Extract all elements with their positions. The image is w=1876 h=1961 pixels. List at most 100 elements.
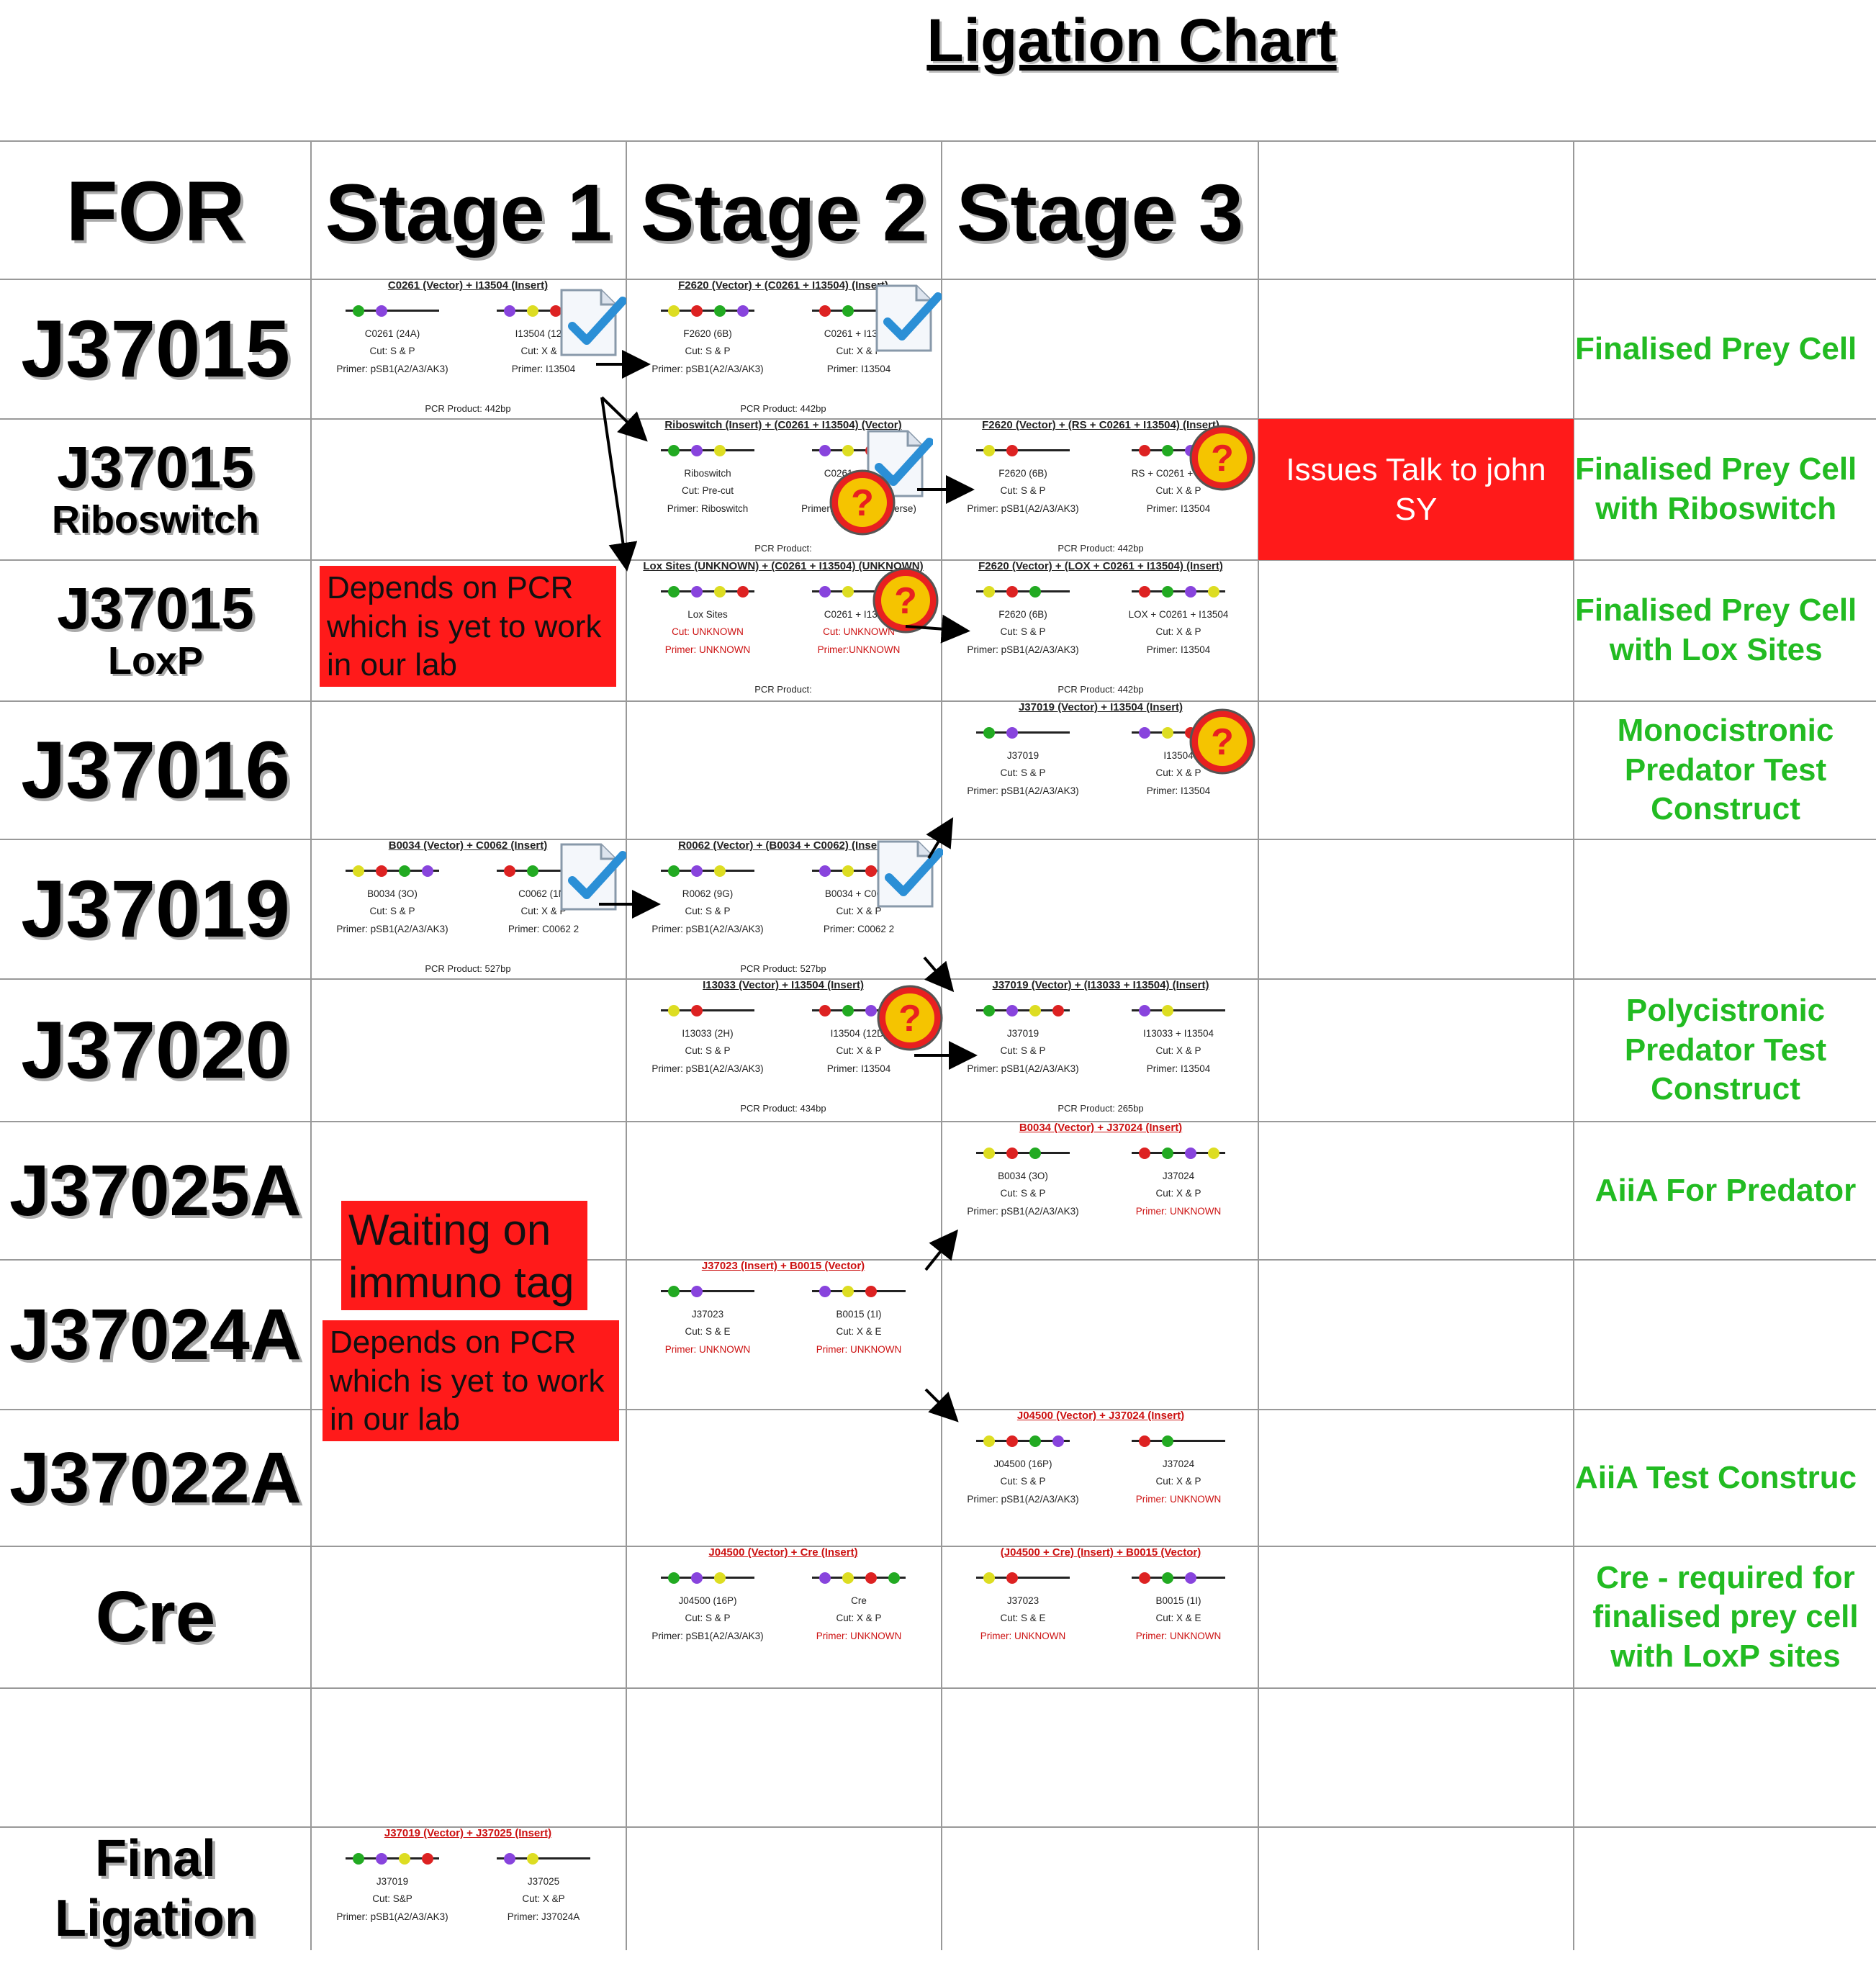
part-primer: Primer: UNKNOWN	[664, 1343, 751, 1355]
part-primer: Primer: I13504	[1146, 502, 1211, 514]
panel-title: C0261 (Vector) + I13504 (Insert)	[387, 279, 549, 292]
ligation-panel: I13033 (Vector) + I13504 (Insert)I13033 …	[632, 979, 934, 1114]
part-diagram	[639, 432, 776, 465]
part-cut: Cut: X & P	[520, 346, 567, 357]
part-primer: Primer: C0062 2	[508, 923, 580, 934]
pcr-product: PCR Product: 442bp	[1057, 543, 1144, 554]
ligation-panel: J37019 (Vector) + (I13033 + I13504) (Ins…	[947, 979, 1254, 1114]
part-dot	[842, 865, 854, 877]
part-dot	[668, 1005, 680, 1016]
part-dot	[1185, 1148, 1196, 1159]
part-primer: Primer: I13504	[1146, 785, 1211, 796]
part-dot	[983, 1435, 995, 1447]
question-badge-icon: ?	[1189, 425, 1255, 491]
part-dot	[1006, 1148, 1018, 1159]
row-label-j37024a: J37024A	[0, 1260, 311, 1410]
stage-1-header: Stage 1	[325, 167, 613, 258]
panel-title: J37023 (Insert) + B0015 (Vector)	[701, 1260, 865, 1272]
part-dot	[668, 1572, 680, 1584]
part-name: B0034 (3O)	[367, 888, 418, 899]
part-dot	[1139, 445, 1150, 456]
target-prey-riboswitch: Finalised Prey Cell with Riboswitch	[1575, 451, 1857, 526]
target-finalised-prey-cell: Finalised Prey Cell	[1575, 330, 1857, 366]
part-dot	[1162, 1005, 1173, 1016]
part-dot	[737, 586, 749, 598]
part-cut: Cut: Pre-cut	[681, 485, 734, 497]
part-dot	[376, 865, 387, 877]
part-primer: Primer: pSB1(A2/A3/AK3)	[651, 363, 764, 374]
part-dot	[714, 445, 726, 456]
part-dot	[819, 1572, 831, 1584]
row-id: J37015	[57, 576, 254, 642]
part-dot	[842, 586, 854, 598]
row-id: J37016	[21, 725, 290, 816]
row-label-j37016: J37016	[0, 701, 311, 839]
part-primer: Primer: pSB1(A2/A3/AK3)	[336, 363, 448, 374]
row-id: Final Ligation	[55, 1829, 256, 1947]
part-diagram	[639, 573, 776, 606]
issues-note: Issues Talk to john SY	[1258, 419, 1574, 560]
part-diagram	[639, 1273, 776, 1306]
part-name: J37023	[691, 1309, 724, 1320]
part-primer: Primer: J37024A	[507, 1911, 580, 1922]
part-dot	[865, 1572, 877, 1584]
part-dot	[1029, 1005, 1041, 1016]
part-dot	[527, 865, 538, 877]
part-dot	[819, 586, 831, 598]
part-primer: Primer: pSB1(A2/A3/AK3)	[967, 644, 1079, 655]
part-cut: Cut: X & P	[1155, 767, 1201, 779]
svg-text:?: ?	[1211, 721, 1234, 763]
part-dot	[842, 445, 854, 456]
part-name: B0034 (3O)	[998, 1171, 1048, 1181]
row-label-j37020: J37020	[0, 979, 311, 1122]
chart-title: Ligation Chart	[926, 6, 1337, 74]
part-diagram	[955, 714, 1091, 747]
part-dot	[1006, 727, 1018, 739]
part-name: I13033 (2H)	[682, 1028, 734, 1039]
svg-text:?: ?	[851, 482, 874, 524]
for-label: FOR	[66, 164, 245, 260]
part-dot	[1162, 586, 1173, 598]
part-dot	[1162, 1435, 1173, 1447]
part-diagram	[639, 1559, 776, 1592]
part-cut: Cut: X & P	[836, 346, 882, 357]
part-primer: Primer: UNKNOWN	[816, 1343, 902, 1355]
row-label-j37019: J37019	[0, 839, 311, 979]
part-dot	[714, 1572, 726, 1584]
panel-title: F2620 (Vector) + (RS + C0261 + I13504) (…	[982, 419, 1219, 431]
part-diagram	[475, 1840, 612, 1873]
part-dot	[691, 1286, 703, 1297]
part-dot	[668, 865, 680, 877]
part-primer: Primer: I13504	[511, 363, 576, 374]
part-primer: Primer: I13504	[826, 1063, 891, 1074]
part-diagram	[790, 992, 927, 1025]
part-dot	[1162, 727, 1173, 739]
part-name: J37024	[1162, 1171, 1195, 1181]
part-primer: Primer:UNKNOWN	[817, 644, 901, 655]
part-cut: Cut: X &P	[522, 1893, 565, 1905]
part-name: C0261 (24A)	[364, 328, 420, 339]
row-id: J37024A	[9, 1294, 302, 1375]
pcr-warning-note: Depends on PCR which is yet to work in o…	[320, 566, 616, 687]
part-dot	[504, 305, 515, 317]
part-dot	[691, 305, 703, 317]
row-id: J37015	[21, 304, 290, 395]
part-dot	[1006, 586, 1018, 598]
part-dot	[1006, 1572, 1018, 1584]
part-name: I13033 + I13504	[1143, 1028, 1214, 1039]
part-name: J37019	[376, 1876, 409, 1887]
